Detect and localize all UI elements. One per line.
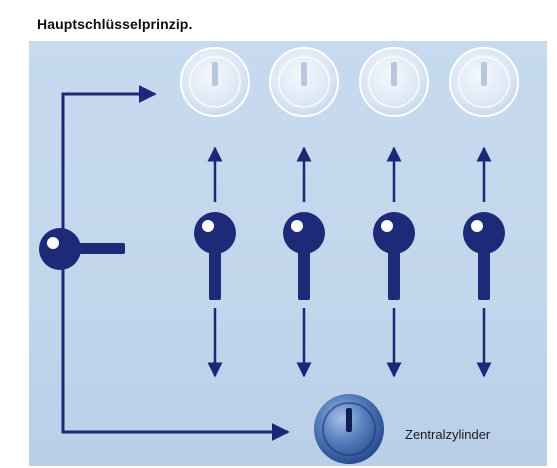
key-icon (373, 212, 415, 300)
single-keys-row (194, 212, 505, 300)
connector-to-cylinders (61, 85, 157, 244)
key-icon (283, 212, 325, 300)
master-key-connectors (61, 85, 290, 441)
lock-cylinder-icon (269, 47, 339, 117)
key-icon (463, 212, 505, 300)
key-arrows (207, 146, 492, 378)
central-cylinder-label: Zentralzylinder (405, 427, 491, 442)
central-cylinder-icon (314, 394, 384, 464)
lock-cylinders-row (180, 47, 519, 117)
lock-cylinder-icon (180, 47, 250, 117)
connector-to-central (61, 252, 290, 441)
master-key-icon (39, 228, 125, 270)
lock-cylinder-icon (359, 47, 429, 117)
diagram-title: Hauptschlüsselprinzip. (37, 16, 193, 32)
lock-cylinder-icon (449, 47, 519, 117)
key-icon (194, 212, 236, 300)
